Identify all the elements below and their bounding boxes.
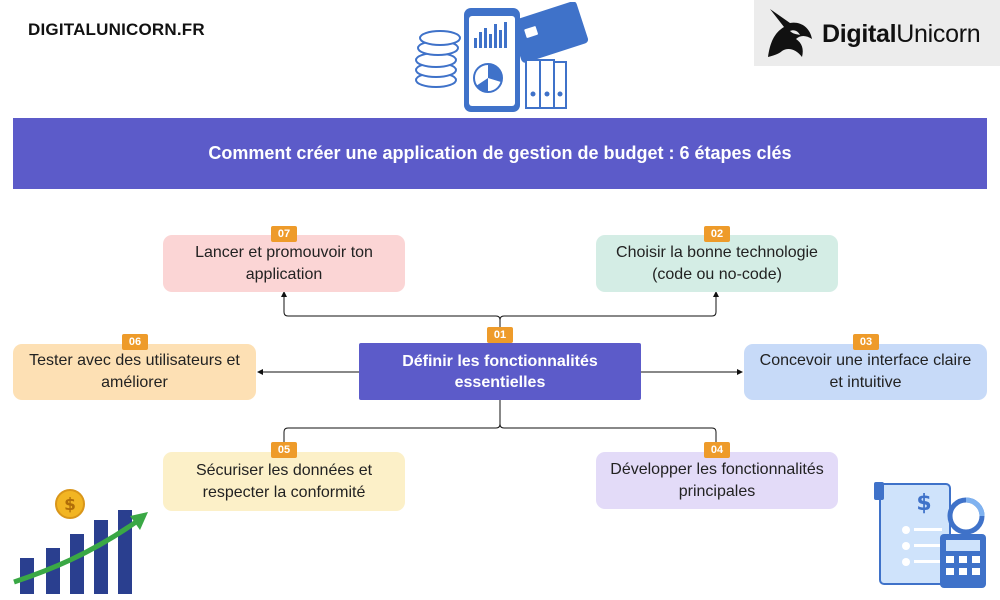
growth-chart-icon: $ — [13, 489, 148, 594]
step-01-badge: 01 — [487, 327, 513, 343]
step-03-text: Concevoir une interface claire et intuit… — [759, 352, 972, 391]
step-04-text: Développer les fonctionnalités principal… — [610, 460, 824, 500]
site-name: DIGITALUNICORN.FR — [28, 20, 205, 39]
step-04-badge: 04 — [704, 442, 730, 458]
folders-icon — [525, 59, 567, 109]
phone-finance-icon — [464, 8, 520, 112]
step-05-text: Sécuriser les données et respecter la co… — [195, 461, 373, 501]
calculator-icon — [940, 534, 986, 588]
step-02-text: Choisir la bonne technologie (code ou no… — [616, 243, 818, 283]
step-06-text: Tester avec des utilisateurs et améliore… — [29, 352, 240, 391]
step-05-box: Sécuriser les données et respecter la co… — [163, 452, 405, 511]
step-02-badge: 02 — [704, 226, 730, 242]
title-banner: Comment créer une application de gestion… — [13, 118, 987, 189]
step-01-box: Définir les fonctionnalités essentielles — [359, 343, 641, 400]
svg-text:$: $ — [64, 495, 76, 515]
step-01-text: Définir les fonctionnalités essentielles — [402, 352, 598, 391]
coins-icon — [415, 30, 461, 88]
step-02-box: Choisir la bonne technologie (code ou no… — [596, 235, 838, 292]
unicorn-icon — [768, 9, 812, 57]
logo-text: DigitalUnicorn — [822, 20, 981, 48]
step-07-text: Lancer et promouvoir ton application — [195, 243, 373, 283]
header-illustration — [415, 2, 589, 112]
step-04-box: Développer les fonctionnalités principal… — [596, 452, 838, 509]
credit-card-icon — [509, 2, 589, 63]
step-05-badge: 05 — [271, 442, 297, 458]
step-07-badge: 07 — [271, 226, 297, 242]
brand-logo: DigitalUnicorn — [754, 0, 1000, 66]
step-07-box: Lancer et promouvoir ton application — [163, 235, 405, 292]
dollar-coin-icon: $ — [55, 489, 85, 519]
step-03-badge: 03 — [853, 334, 879, 350]
step-03-box: Concevoir une interface claire et intuit… — [744, 344, 987, 400]
step-06-box: Tester avec des utilisateurs et améliore… — [13, 344, 256, 400]
budget-document-icon: $ — [874, 482, 986, 588]
page-title: Comment créer une application de gestion… — [208, 143, 792, 163]
step-06-badge: 06 — [122, 334, 148, 350]
svg-text:$: $ — [916, 491, 931, 516]
